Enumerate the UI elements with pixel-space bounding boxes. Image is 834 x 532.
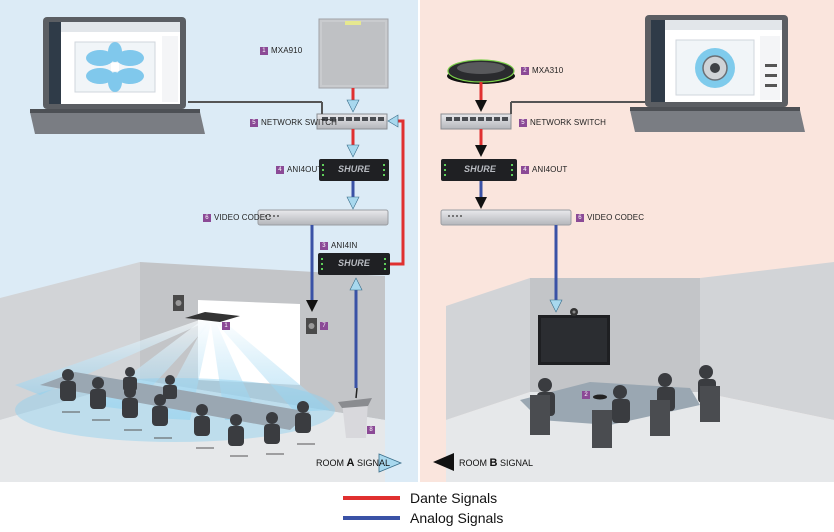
network-switch-a [316, 113, 388, 130]
label-mxa310-text: MXA310 [532, 66, 564, 75]
badge-codec-b: 6 [576, 213, 584, 222]
room-a-suffix: SIGNAL [354, 458, 390, 468]
network-switch-b [440, 113, 512, 130]
mxa310-device [447, 59, 515, 84]
label-switch-a-text: NETWORK SWITCH [261, 118, 338, 127]
laptop-room-b [630, 15, 805, 132]
room-b-prefix: ROOM [459, 458, 490, 468]
badge-ani4in: 3 [320, 241, 328, 250]
badge-ani4out-b: 4 [521, 165, 529, 174]
conference-table-a [40, 372, 310, 430]
room-a-signal-label: ROOM A SIGNAL [316, 457, 390, 469]
badge-table-mic: 2 [582, 391, 590, 399]
label-codec-a-text: VIDEO CODEC [214, 213, 272, 222]
chairs-room-a [62, 411, 315, 457]
video-codec-a-device [257, 209, 389, 226]
badge-ani4out-a: 4 [276, 165, 284, 174]
podium [338, 387, 372, 438]
attendees-room-a [60, 367, 311, 446]
laptop-room-a [30, 17, 205, 134]
legend-dante-text: Dante Signals [410, 490, 498, 506]
room-a-signal-arrow[interactable] [378, 453, 403, 473]
label-codec-b: 6 VIDEO CODEC [576, 213, 644, 222]
ani4in-brand: SHURE [338, 258, 371, 268]
legend-dante: Dante Signals [343, 490, 497, 506]
room-a-prefix: ROOM [316, 458, 347, 468]
room-divider [418, 0, 420, 482]
legend-dante-line [343, 496, 400, 500]
ani4out-a-brand: SHURE [338, 164, 371, 174]
badge-speaker: 7 [320, 322, 328, 330]
mxa310-on-table [593, 394, 607, 400]
ani4out-a-device [319, 159, 389, 181]
label-codec-a: 6 VIDEO CODEC [203, 213, 271, 222]
label-switch-a: 5 NETWORK SWITCH [250, 118, 337, 127]
room-b-signal-arrow[interactable] [433, 453, 454, 471]
badge-mxa310: 2 [521, 66, 529, 75]
label-codec-b-text: VIDEO CODEC [587, 213, 645, 222]
ani4out-b-device [441, 159, 517, 181]
label-ani4out-a-text: ANI4OUT [287, 165, 323, 174]
ceiling-microphone [185, 312, 240, 322]
ani4in-device [318, 253, 390, 275]
label-mxa910: 1 MXA910 [260, 46, 302, 55]
label-mxa910-text: MXA910 [271, 46, 303, 55]
video-codec-b-device [440, 209, 572, 226]
label-ani4in: 3 ANI4IN [320, 241, 357, 250]
label-mxa310: 2 MXA310 [521, 66, 563, 75]
room-b-walls [446, 262, 834, 482]
label-switch-b-text: NETWORK SWITCH [530, 118, 607, 127]
legend-analog: Analog Signals [343, 510, 503, 526]
badge-switch-a: 5 [250, 118, 258, 127]
ani4out-b-brand: SHURE [464, 164, 497, 174]
badge-ceiling-mic: 1 [222, 322, 230, 330]
badge-codec-a: 6 [203, 213, 211, 222]
room-a-connections [188, 88, 405, 388]
attendees-room-b [530, 365, 720, 448]
badge-mxa910: 1 [260, 46, 268, 55]
legend-analog-text: Analog Signals [410, 510, 504, 526]
room-b-connections [475, 82, 645, 313]
room-b-signal-label: ROOM B SIGNAL [459, 457, 533, 469]
label-ani4out-a: 4 ANI4OUT [276, 165, 322, 174]
label-switch-b: 5 NETWORK SWITCH [519, 118, 606, 127]
room-a-letter: A [346, 457, 355, 469]
label-ani4out-b-text: ANI4OUT [532, 165, 568, 174]
room-b-display [538, 308, 610, 365]
room-b-suffix: SIGNAL [497, 458, 533, 468]
badge-podium: 8 [367, 426, 375, 434]
room-b-letter: B [489, 457, 498, 469]
mxa910-device [318, 18, 389, 89]
badge-switch-b: 5 [519, 118, 527, 127]
legend-analog-line [343, 516, 400, 520]
label-ani4out-b: 4 ANI4OUT [521, 165, 567, 174]
label-ani4in-text: ANI4IN [331, 241, 358, 250]
